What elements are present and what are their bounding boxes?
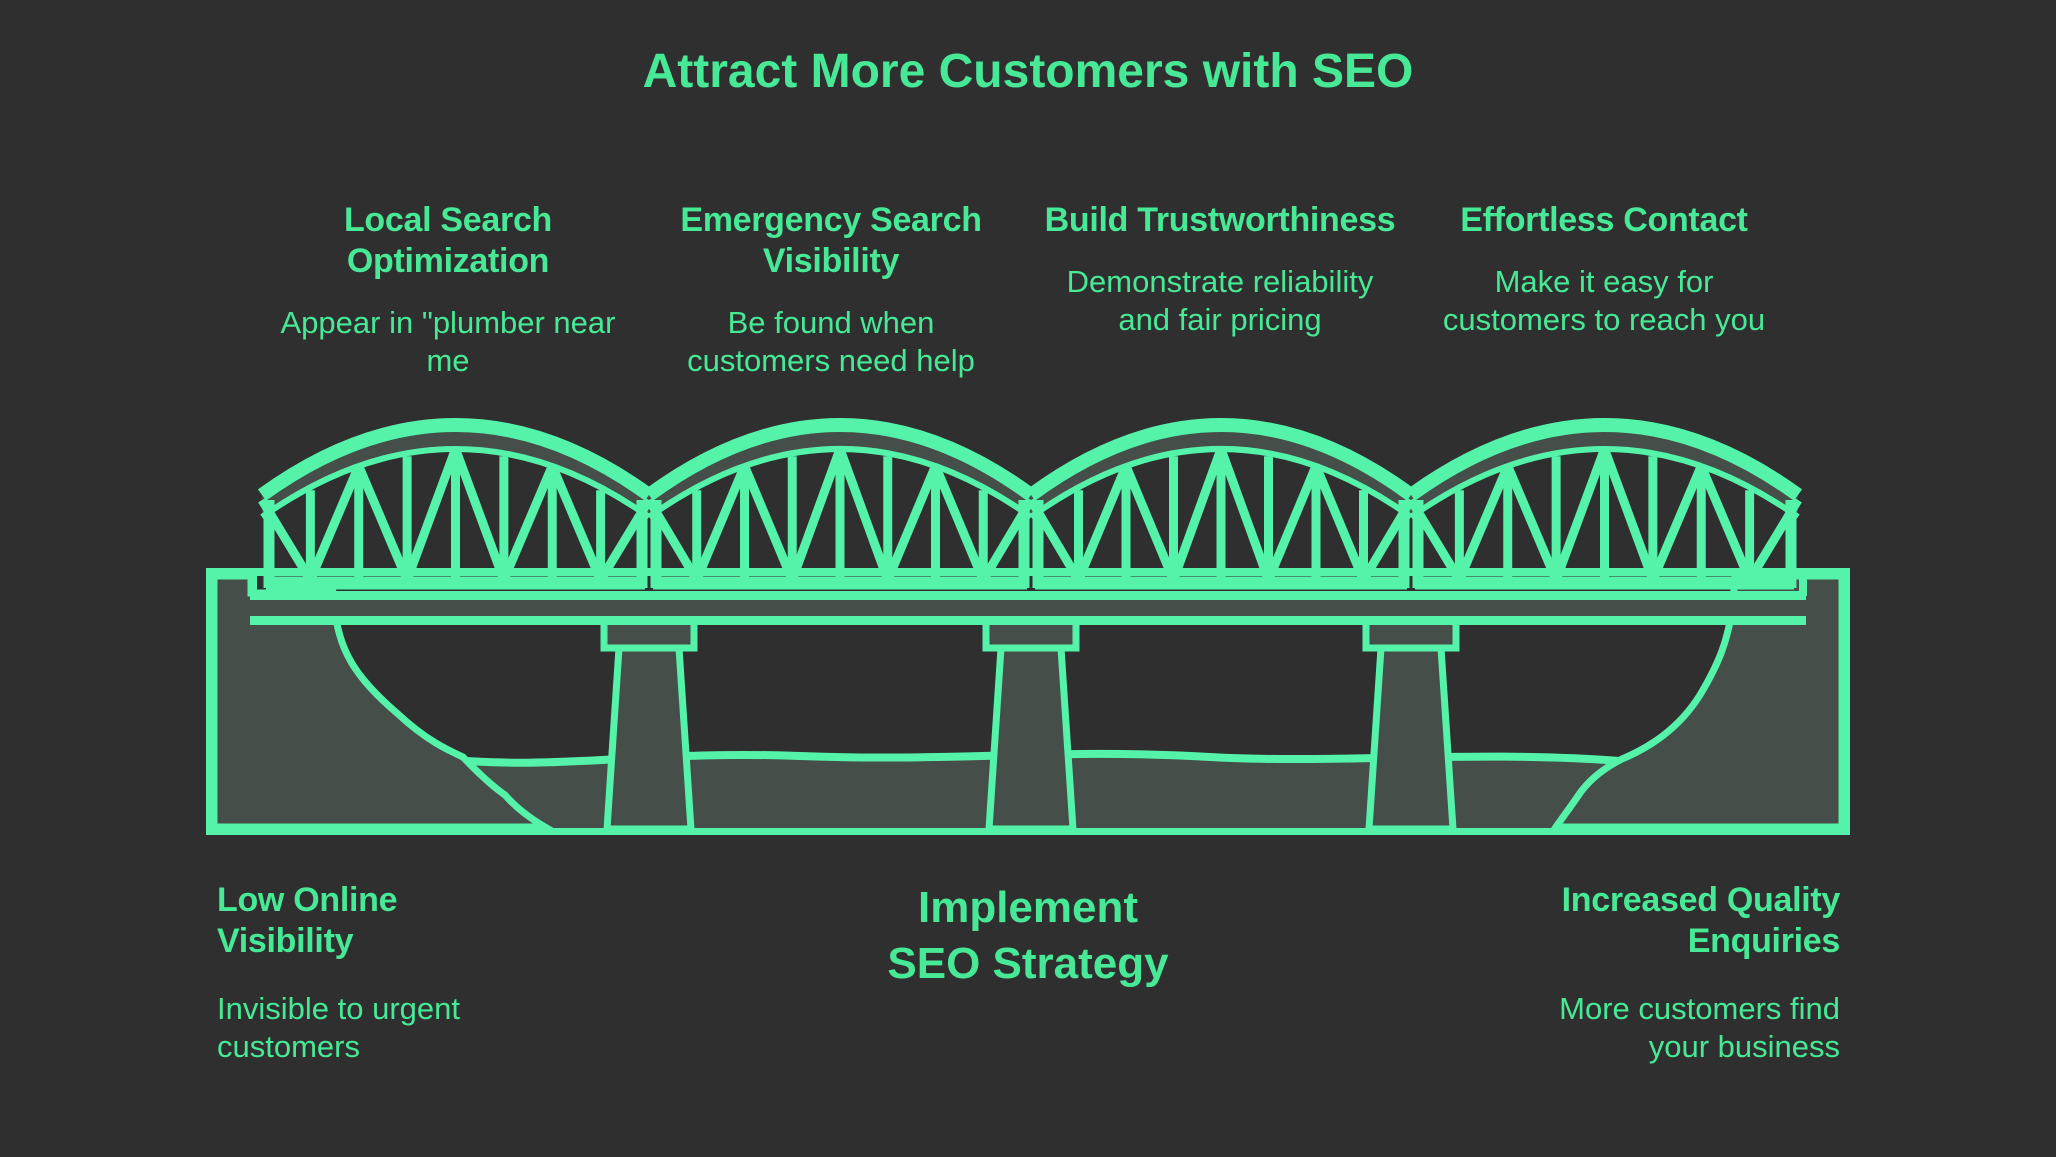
bridge-arch-trusses <box>257 418 1803 590</box>
left-bank <box>210 572 558 831</box>
footer-outcome-block: Increased Quality Enquiries More custome… <box>1559 880 1840 1066</box>
bridge-deck <box>249 572 1807 625</box>
right-bank <box>1549 572 1846 831</box>
arch-outer-rib <box>1406 418 1803 501</box>
pillar-heading: Emergency Search Visibility <box>680 201 982 280</box>
footer-solution-block: Implement SEO Strategy <box>778 880 1278 992</box>
pier-shaft <box>985 644 1077 833</box>
truss-diagonal <box>1359 497 1415 583</box>
truss-diagonal <box>354 464 412 582</box>
truss-diagonal <box>645 497 701 583</box>
truss-diagonal <box>451 447 509 582</box>
footer-description: Invisible to urgent customers <box>217 991 460 1064</box>
pillar-heading: Local Search Optimization <box>343 201 553 280</box>
truss-diagonal <box>1745 497 1802 583</box>
truss-diagonal <box>258 497 315 583</box>
truss-diagonal <box>548 464 605 582</box>
truss-diagonal <box>306 464 363 582</box>
truss-diagonal <box>1264 464 1321 582</box>
truss-diagonal <box>788 447 845 582</box>
pillar-description: Demonstrate reliability and fair pricing <box>1066 264 1374 337</box>
pillar-heading: Effortless Contact <box>1460 201 1748 239</box>
footer-problem-block: Low Online Visibility Invisible to urgen… <box>217 880 460 1066</box>
truss-diagonal <box>1311 464 1368 582</box>
arch-outer-rib <box>257 418 654 501</box>
truss-diagonal <box>596 497 653 583</box>
pillar-effortless-contact: Effortless Contact Make it easy for cust… <box>1394 200 1814 339</box>
footer-center-label: Implement SEO Strategy <box>887 883 1169 988</box>
truss-diagonal <box>692 464 749 582</box>
truss-diagonal <box>1074 464 1131 582</box>
truss-diagonal <box>1169 447 1226 582</box>
truss-diagonal <box>1455 464 1512 582</box>
footer-heading: Low Online Visibility <box>217 881 398 960</box>
page-title: Attract More Customers with SEO <box>642 45 1414 98</box>
pillar-trustworthiness: Build Trustworthiness Demonstrate reliab… <box>1010 200 1430 339</box>
pillar-emergency-search: Emergency Search Visibility Be found whe… <box>621 200 1041 380</box>
truss-diagonal <box>1216 447 1273 582</box>
truss-diagonal <box>1697 464 1754 582</box>
footer-heading: Increased Quality Enquiries <box>1561 881 1841 960</box>
pillar-heading: Build Trustworthiness <box>1044 201 1396 239</box>
pier-shaft <box>1365 644 1457 833</box>
truss-diagonal <box>883 464 940 582</box>
truss-diagonal <box>1027 497 1083 583</box>
truss-diagonal <box>931 464 988 582</box>
truss-diagonal <box>835 447 892 582</box>
truss-diagonal <box>740 464 797 582</box>
truss-diagonal <box>1121 464 1178 582</box>
pillar-description: Make it easy for customers to reach you <box>1442 264 1766 337</box>
arch-outer-rib <box>1026 418 1416 501</box>
pillar-description: Appear in "plumber near me <box>280 305 616 378</box>
arch-outer-rib <box>644 418 1036 501</box>
deck-bottom-line <box>250 616 1806 625</box>
truss-diagonal <box>1648 464 1706 582</box>
deck-body <box>250 600 1806 616</box>
truss-diagonal <box>1551 447 1609 582</box>
deck-top-line <box>250 591 1806 600</box>
pier-shaft <box>603 644 695 833</box>
truss-diagonal <box>979 497 1035 583</box>
truss-diagonal <box>1600 447 1658 582</box>
truss-diagonal <box>402 447 460 582</box>
pillar-local-search: Local Search Optimization Appear in "plu… <box>238 200 658 380</box>
truss-diagonal <box>499 464 557 582</box>
truss-diagonal <box>1503 464 1561 582</box>
footer-description: More customers find your business <box>1559 991 1840 1064</box>
truss-diagonal <box>1407 497 1464 583</box>
pillar-description: Be found when customers need help <box>687 305 975 378</box>
